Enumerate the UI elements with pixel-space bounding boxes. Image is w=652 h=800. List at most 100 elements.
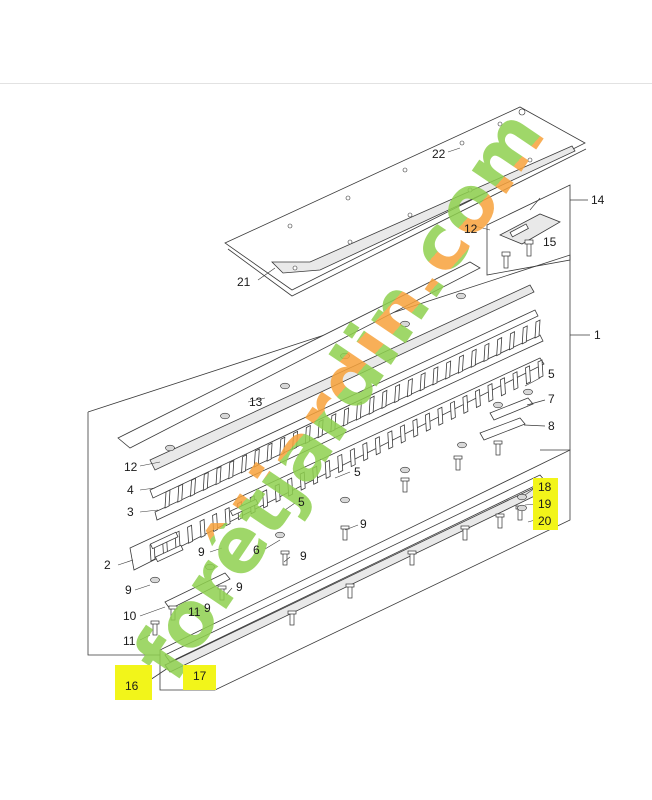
highlight-16 bbox=[115, 665, 152, 700]
nut bbox=[400, 466, 410, 474]
label-19: 19 bbox=[538, 497, 552, 511]
label-9-d: 9 bbox=[204, 601, 211, 615]
nut bbox=[280, 382, 290, 390]
blade-tooth bbox=[199, 518, 206, 539]
header-divider bbox=[0, 83, 652, 84]
blade-tooth bbox=[292, 430, 299, 451]
blade-tooth bbox=[177, 483, 184, 503]
blade-slot-2 bbox=[154, 544, 184, 563]
nut bbox=[517, 504, 527, 512]
flat-bar bbox=[149, 309, 539, 499]
label-9-right: 9 bbox=[360, 517, 367, 531]
label-14: 14 bbox=[591, 193, 605, 207]
blade-tooth bbox=[399, 424, 406, 444]
blade-tooth bbox=[512, 371, 519, 391]
bolt bbox=[462, 527, 468, 541]
bolt-head bbox=[280, 550, 290, 555]
blade-tooth bbox=[304, 424, 311, 445]
label-9-a: 9 bbox=[198, 545, 205, 559]
bolt-head bbox=[340, 525, 350, 530]
bolt-head bbox=[493, 440, 503, 445]
blade-tooth bbox=[534, 319, 541, 339]
upper-blade-teeth bbox=[164, 319, 541, 509]
blade-tooth bbox=[355, 401, 362, 421]
blade-tooth bbox=[424, 412, 431, 432]
highlights bbox=[115, 478, 558, 700]
label-10: 10 bbox=[123, 609, 137, 623]
bolt bbox=[409, 552, 415, 566]
highlight-17 bbox=[183, 665, 216, 690]
blade-tooth bbox=[381, 389, 388, 410]
blade-tooth bbox=[500, 377, 506, 397]
label-5-left: 5 bbox=[298, 495, 305, 509]
nut bbox=[150, 576, 160, 584]
blade-tooth bbox=[253, 448, 260, 468]
cover-holes bbox=[287, 108, 533, 271]
bolt bbox=[347, 585, 353, 599]
label-5-right: 5 bbox=[548, 367, 555, 381]
blade-guard bbox=[271, 145, 576, 274]
blade-tooth bbox=[419, 372, 426, 392]
nut bbox=[456, 292, 466, 300]
bolt-head bbox=[407, 550, 417, 555]
blade-tooth bbox=[215, 465, 222, 486]
blade-tooth bbox=[312, 465, 319, 485]
part-labels: 22 21 12 14 15 1 13 5 7 8 12 4 3 5 5 9 9… bbox=[104, 147, 605, 693]
blade-tooth bbox=[337, 453, 344, 474]
blade-tooth bbox=[164, 489, 171, 509]
nut bbox=[165, 444, 175, 452]
label-13: 13 bbox=[249, 395, 263, 409]
bolt-head bbox=[287, 610, 297, 615]
blade-tooth bbox=[445, 360, 452, 380]
label-11-left: 11 bbox=[123, 634, 136, 648]
blade-slot-3 bbox=[229, 498, 259, 517]
label-5-mid: 5 bbox=[354, 465, 361, 479]
blade-tooth bbox=[475, 388, 481, 409]
blade-tooth bbox=[406, 377, 413, 398]
nut bbox=[493, 401, 503, 409]
cover-plate bbox=[224, 106, 586, 291]
label-9-c: 9 bbox=[236, 580, 243, 594]
blade-tooth bbox=[483, 342, 490, 363]
label-4: 4 bbox=[127, 483, 134, 497]
leaders bbox=[117, 147, 541, 641]
blade-tooth bbox=[274, 483, 281, 503]
blade-tooth bbox=[432, 366, 439, 386]
blade-tooth bbox=[324, 459, 331, 479]
bolt bbox=[402, 479, 408, 493]
leader-16 bbox=[149, 667, 169, 681]
bolt bbox=[455, 457, 461, 471]
blade-tooth bbox=[509, 331, 515, 351]
blade-tooth bbox=[299, 471, 306, 491]
clip-part bbox=[499, 213, 561, 245]
label-2: 2 bbox=[104, 558, 111, 572]
blade-tooth bbox=[537, 359, 544, 379]
blade-tooth bbox=[412, 418, 419, 438]
label-16: 16 bbox=[125, 679, 139, 693]
bolt-head bbox=[495, 513, 505, 518]
blade-slot-1 bbox=[149, 531, 179, 550]
blade-tooth bbox=[368, 395, 375, 415]
blade-tooth bbox=[437, 406, 444, 426]
blade-tooth bbox=[241, 454, 247, 474]
cover-strip bbox=[117, 261, 481, 449]
blade-tooth bbox=[228, 460, 235, 480]
bolts-group bbox=[150, 292, 533, 636]
blade-tooth bbox=[202, 471, 209, 492]
blade-tooth bbox=[287, 477, 294, 497]
bolt-head bbox=[345, 583, 355, 588]
watermark: forêtjardin.com bbox=[116, 94, 562, 695]
cover-plate-edge bbox=[227, 148, 587, 297]
nut bbox=[275, 531, 285, 539]
bolt-head bbox=[168, 605, 178, 610]
blade-tooth bbox=[470, 348, 477, 368]
blade-tooth bbox=[330, 413, 337, 433]
nut bbox=[400, 320, 410, 328]
label-1: 1 bbox=[594, 328, 601, 342]
nut bbox=[340, 352, 350, 360]
label-15: 15 bbox=[543, 235, 557, 249]
blade-tooth bbox=[374, 436, 381, 456]
blade-tooth bbox=[462, 394, 469, 415]
blade-tooth bbox=[525, 365, 531, 385]
